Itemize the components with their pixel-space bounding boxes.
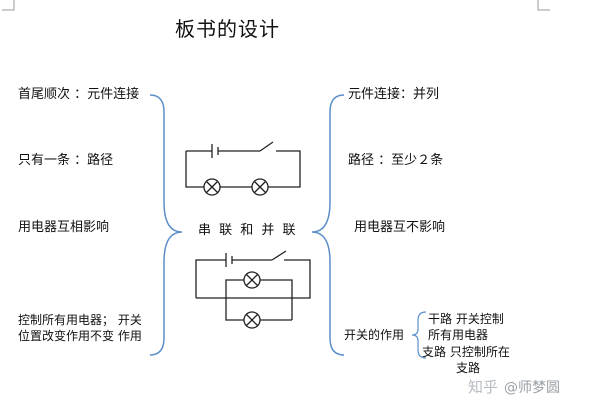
watermark-author: @师梦圆 <box>504 379 561 396</box>
switch-icon <box>259 141 274 152</box>
zhihu-logo: 知乎 <box>468 378 499 396</box>
left-series-path: 只有一条 ：路径 <box>18 153 114 168</box>
series-and-parallel-label: 串 联 和 并 联 <box>198 223 298 238</box>
branch-circuit-line1: 支路 只控制所在 <box>422 345 510 359</box>
parallel-circuit-diagram <box>195 250 311 329</box>
right-brace <box>311 94 345 356</box>
switch-role-brace <box>411 311 427 359</box>
main-circuit-line2: 所有用电器 <box>428 328 489 342</box>
page-title: 板书的设计 <box>175 17 280 41</box>
switch-icon <box>271 250 287 261</box>
branch-circuit-line2: 支路 <box>456 361 481 375</box>
watermark: 知乎 @师梦圆 <box>468 376 560 397</box>
lamp-icon <box>251 178 269 196</box>
right-parallel-influence: 用电器互不影响 <box>354 220 446 235</box>
main-circuit-line1: 干路 开关控制 <box>428 312 504 326</box>
lamp-icon <box>243 271 261 289</box>
page-corner-marks <box>2 0 550 11</box>
right-switch-role-label: 开关的作用 <box>344 328 405 342</box>
left-brace <box>149 94 183 356</box>
series-circuit-diagram <box>185 141 301 196</box>
left-switch-role-line1: 控制所有用电器； 开关 <box>18 313 142 327</box>
left-series-influence: 用电器互相影响 <box>18 220 110 235</box>
left-switch-role-line2: 位置改变作用不变 作用 <box>18 329 142 343</box>
lamp-icon <box>203 178 221 196</box>
right-parallel-connection: 元件连接：并列 <box>348 87 440 102</box>
left-series-connection: 首尾顺次 ：元件连接 <box>18 87 140 102</box>
lamp-icon <box>243 311 261 329</box>
right-parallel-path: 路径 ：至少２条 <box>348 153 444 168</box>
